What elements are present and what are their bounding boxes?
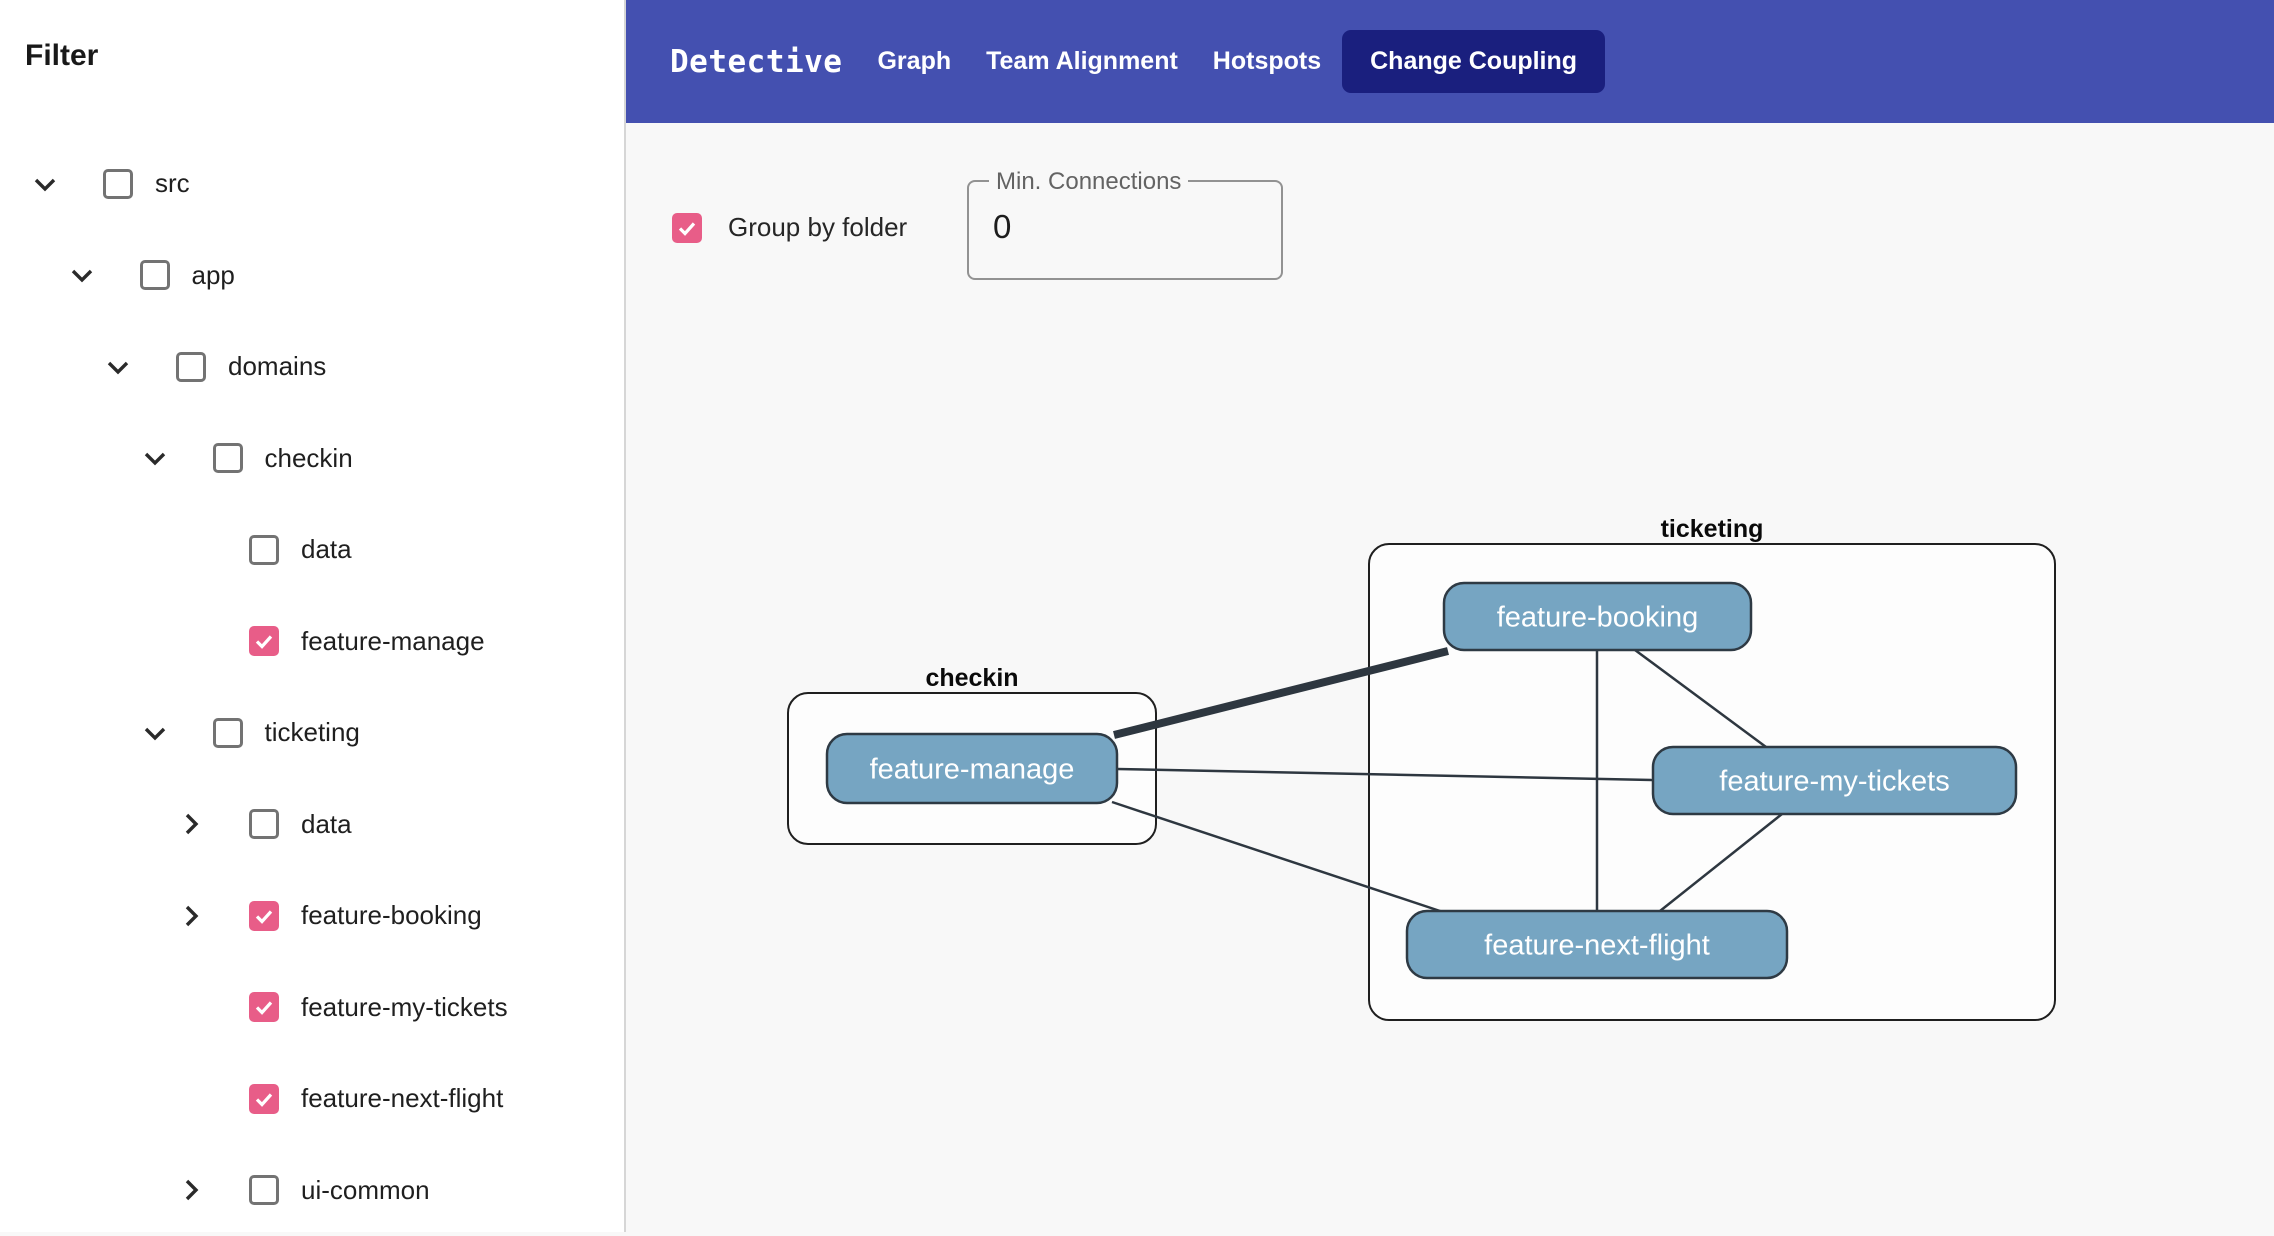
check-icon [252, 904, 276, 928]
tree-row-ui-common: ui-common [0, 1145, 624, 1236]
tree-checkbox-feature-next-flight[interactable] [249, 1084, 279, 1114]
tree-item-label: feature-manage [301, 626, 485, 657]
chevron-right-icon[interactable] [174, 1173, 208, 1207]
chevron-spacer [173, 990, 209, 1024]
tree-item-label: feature-next-flight [301, 1083, 503, 1114]
tree-checkbox-checkin[interactable] [213, 443, 243, 473]
graph-node-label-feature-my-tickets: feature-my-tickets [1719, 766, 1949, 798]
tree-row-feature-my-tickets: feature-my-tickets [0, 962, 624, 1054]
chevron-down-icon[interactable] [65, 258, 99, 292]
chevron-spacer [173, 533, 209, 567]
filter-title: Filter [25, 36, 624, 76]
graph-node-label-feature-booking: feature-booking [1497, 602, 1699, 634]
tree-row-feature-booking: feature-booking [0, 870, 624, 962]
tree-row-checkin: checkin [0, 413, 624, 505]
graph-node-label-feature-manage: feature-manage [870, 754, 1075, 786]
app-brand: Detective [670, 44, 842, 80]
tree-checkbox-feature-my-tickets[interactable] [249, 992, 279, 1022]
change-coupling-view: Group by folder Min. Connections checkin… [626, 123, 2274, 1232]
chevron-down-icon[interactable] [138, 441, 172, 475]
tab-change-coupling[interactable]: Change Coupling [1342, 30, 1605, 93]
tree-checkbox-app[interactable] [140, 260, 170, 290]
tree-item-label: checkin [265, 443, 353, 474]
tree-checkbox-feature-manage[interactable] [249, 626, 279, 656]
tree-item-label: data [301, 809, 352, 840]
chevron-down-icon[interactable] [101, 350, 135, 384]
tree-row-ticketing: ticketing [0, 687, 624, 779]
tree-checkbox-data[interactable] [249, 809, 279, 839]
top-navbar: Detective Graph Team Alignment Hotspots … [626, 0, 2274, 123]
tree-checkbox-feature-booking[interactable] [249, 901, 279, 931]
tree-item-label: app [192, 260, 235, 291]
tree-row-data: data [0, 504, 624, 596]
tree-item-label: data [301, 534, 352, 565]
tree-row-feature-next-flight: feature-next-flight [0, 1053, 624, 1145]
tree-row-feature-manage: feature-manage [0, 596, 624, 688]
chevron-right-icon[interactable] [174, 807, 208, 841]
chevron-down-icon[interactable] [28, 167, 62, 201]
tree-checkbox-ticketing[interactable] [213, 718, 243, 748]
tree-checkbox-domains[interactable] [176, 352, 206, 382]
tree-checkbox-ui-common[interactable] [249, 1175, 279, 1205]
tree-item-label: src [155, 168, 190, 199]
tree-item-label: ui-common [301, 1175, 430, 1206]
tree-row-data: data [0, 779, 624, 871]
tree-item-label: ticketing [265, 717, 360, 748]
coupling-graph: checkin ticketing feature-manage feature-bo… [626, 123, 2274, 1232]
tab-hotspots[interactable]: Hotspots [1213, 47, 1321, 76]
chevron-spacer [173, 624, 209, 658]
graph-group-label-checkin: checkin [925, 664, 1018, 692]
graph-group-label-ticketing: ticketing [1661, 515, 1764, 543]
tree-row-domains: domains [0, 321, 624, 413]
tree-checkbox-data[interactable] [249, 535, 279, 565]
graph-node-label-feature-next-flight: feature-next-flight [1484, 930, 1710, 962]
tab-team-alignment[interactable]: Team Alignment [986, 47, 1178, 76]
tree-item-label: feature-my-tickets [301, 992, 508, 1023]
chevron-spacer [173, 1082, 209, 1116]
tree-row-src: src [0, 138, 624, 230]
tab-graph[interactable]: Graph [877, 47, 951, 76]
folder-filter-tree: src app domains checkin data feature-manage ti… [0, 138, 624, 1236]
chevron-right-icon[interactable] [174, 899, 208, 933]
tree-item-label: domains [228, 351, 326, 382]
check-icon [252, 1087, 276, 1111]
tree-item-label: feature-booking [301, 900, 482, 931]
chevron-down-icon[interactable] [138, 716, 172, 750]
tree-row-app: app [0, 230, 624, 322]
tree-checkbox-src[interactable] [103, 169, 133, 199]
check-icon [252, 995, 276, 1019]
check-icon [252, 629, 276, 653]
filter-sidebar: Filter src app domains checkin data feature-m… [0, 0, 626, 1232]
